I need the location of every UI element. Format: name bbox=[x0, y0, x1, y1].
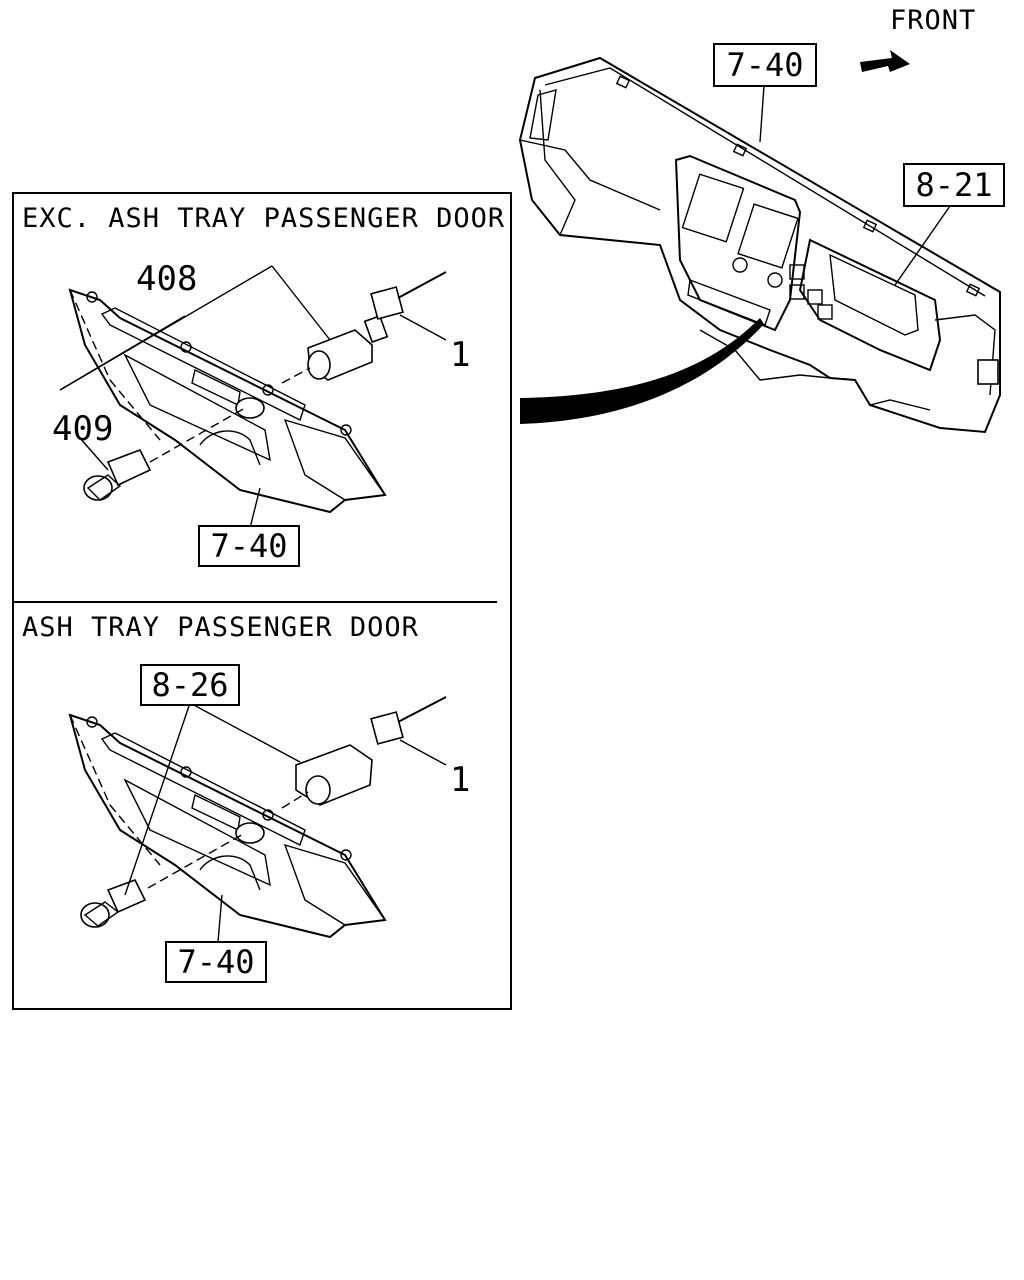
panel-bottom-heading: ASH TRAY PASSENGER DOOR bbox=[22, 612, 419, 643]
dashboard-ref-8-21: 8-21 bbox=[915, 166, 992, 204]
dashboard-illustration bbox=[518, 56, 1001, 434]
switch-knob-409[interactable] bbox=[83, 448, 152, 501]
switch-knob-bottom[interactable] bbox=[80, 879, 147, 928]
bottom-ref-7-40: 7-40 bbox=[177, 943, 254, 981]
bottom-panel-bezel bbox=[68, 713, 387, 939]
bottom-ref-8-26: 8-26 bbox=[151, 666, 228, 704]
dashboard-ref-box-7-40[interactable] bbox=[713, 43, 817, 87]
bottom-ref-box-7-40[interactable] bbox=[165, 941, 267, 983]
connector-top[interactable] bbox=[370, 271, 447, 320]
dashboard-ref-box-8-21[interactable] bbox=[903, 163, 1005, 207]
callout-1-bottom: 1 bbox=[450, 760, 470, 800]
dashboard-ref-7-40: 7-40 bbox=[726, 46, 803, 84]
switch-assembly-bottom[interactable] bbox=[295, 744, 373, 806]
callout-408: 408 bbox=[136, 259, 197, 299]
switch-assembly-408[interactable] bbox=[307, 314, 389, 381]
connector-bottom[interactable] bbox=[370, 696, 447, 745]
bottom-ref-box-8-26[interactable] bbox=[140, 664, 240, 706]
front-arrow-icon bbox=[860, 50, 910, 72]
top-ref-box-7-40[interactable] bbox=[198, 525, 300, 567]
top-panel-bezel bbox=[68, 288, 387, 514]
front-label: FRONT bbox=[890, 5, 976, 36]
panel-top-heading: EXC. ASH TRAY PASSENGER DOOR bbox=[22, 203, 505, 234]
callout-409: 409 bbox=[52, 409, 113, 449]
top-ref-7-40: 7-40 bbox=[210, 527, 287, 565]
callout-1-top: 1 bbox=[450, 335, 470, 375]
